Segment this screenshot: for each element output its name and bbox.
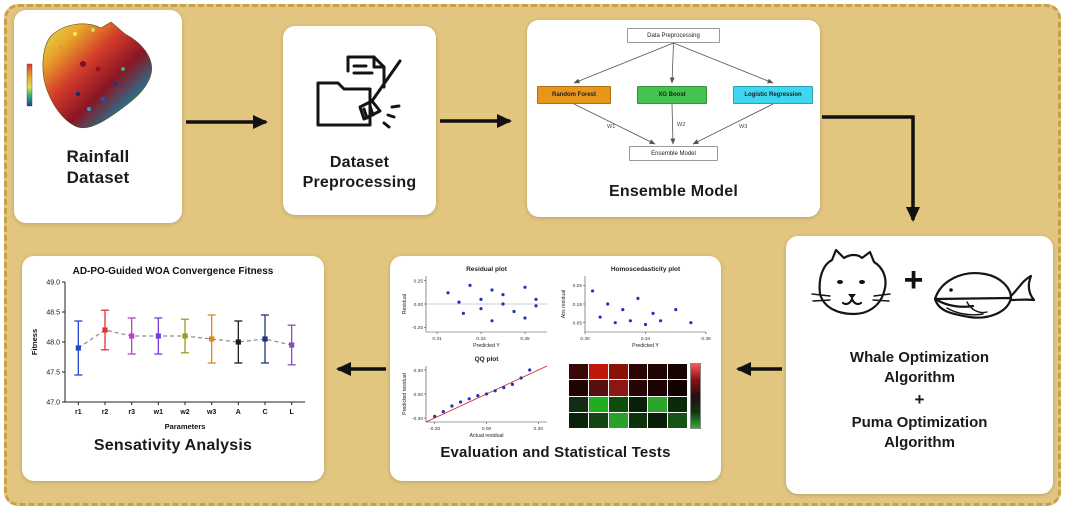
svg-text:-0.25: -0.25 — [412, 325, 423, 331]
svg-text:r3: r3 — [128, 409, 135, 416]
svg-text:Homoscedasticity plot: Homoscedasticity plot — [611, 266, 681, 273]
svg-text:w1: w1 — [153, 409, 163, 416]
plus-sign: + — [903, 261, 924, 299]
svg-text:0.00: 0.00 — [482, 426, 492, 432]
ens-node-random-forest: Random Forest — [537, 86, 611, 104]
svg-text:w3: w3 — [206, 409, 216, 416]
residual-plot: Residual plot 0.31 0.33 0.35 -0.25 0.00 0.25Pr… — [402, 266, 547, 349]
svg-text:0.31: 0.31 — [432, 336, 442, 342]
svg-text:r2: r2 — [102, 409, 109, 416]
dataset-preprocessing-box: Dataset Preprocessing — [283, 26, 436, 215]
svg-text:Parameters: Parameters — [165, 422, 206, 431]
ensemble-model-box: W1 W2 W3 Data Preprocessing Random Fores… — [527, 20, 820, 217]
puma-icon — [810, 248, 891, 316]
svg-text:0.34: 0.34 — [641, 336, 651, 342]
ens-node-ensemble-model: Ensemble Model — [629, 146, 718, 161]
svg-text:0.15: 0.15 — [573, 302, 583, 308]
puma-optimization-label: Puma Optimization Algorithm — [851, 414, 988, 451]
sensitivity-box: AD-PO-Guided WOA Convergence Fitness 47.0… — [22, 256, 324, 481]
heatmap-grid — [569, 364, 687, 428]
whale-optimization-label: Whale Optimization Algorithm — [849, 349, 990, 386]
optimization-art: + — [800, 244, 1040, 344]
sensitivity-label: Sensativity Analysis — [93, 437, 253, 454]
weight-w2-label: W2 — [677, 122, 685, 128]
svg-text:0.25: 0.25 — [414, 278, 424, 284]
svg-text:-0.30: -0.30 — [412, 416, 423, 422]
svg-text:C: C — [262, 409, 267, 416]
svg-text:0.30: 0.30 — [534, 426, 544, 432]
sensitivity-chart: AD-PO-Guided WOA Convergence Fitness 47.0… — [30, 266, 305, 431]
optimization-box: + Whale Optimization Algorithm + Puma Op… — [786, 236, 1053, 494]
svg-text:47.5: 47.5 — [46, 369, 60, 376]
svg-text:Actual residual: Actual residual — [469, 433, 503, 439]
evaluation-label: Evaluation and Statistical Tests — [440, 444, 671, 461]
homoscedasticity-plot: Homoscedasticity plot 0.30 0.34 0.38 0.05 0.1… — [561, 266, 711, 349]
svg-text:47.0: 47.0 — [46, 399, 60, 406]
weight-w1-label: W1 — [607, 124, 615, 130]
ens-node-data-preprocessing-label: Data Preprocessing — [647, 32, 700, 39]
qq-plot: QQ plot -0.30 0.00 0.30 -0.30 0.00 0.30Actual … — [402, 356, 548, 439]
svg-text:Residual: Residual — [402, 294, 408, 314]
svg-text:48.0: 48.0 — [46, 339, 60, 346]
svg-text:0.00: 0.00 — [414, 392, 424, 398]
ens-node-xg-boost: XG Boost — [637, 86, 707, 104]
svg-text:0.30: 0.30 — [580, 336, 590, 342]
svg-text:AD-PO-Guided WOA Convergence F: AD-PO-Guided WOA Convergence Fitness — [73, 266, 274, 277]
svg-text:Residual plot: Residual plot — [466, 266, 508, 273]
svg-text:0.38: 0.38 — [701, 336, 711, 342]
svg-text:r1: r1 — [75, 409, 82, 416]
ens-node-logistic-regression: Logistic Regression — [733, 86, 813, 104]
ens-node-xg-boost-label: XG Boost — [658, 92, 686, 98]
ens-node-ensemble-model-label: Ensemble Model — [651, 150, 696, 157]
svg-text:-0.30: -0.30 — [429, 426, 440, 432]
svg-text:0.05: 0.05 — [573, 320, 583, 326]
svg-text:Abs residual: Abs residual — [561, 290, 567, 319]
svg-text:Predicted Y: Predicted Y — [473, 343, 500, 349]
rainfall-dataset-box: Rainfall Dataset — [14, 10, 182, 223]
heatmap-plot — [569, 363, 701, 429]
svg-text:0.00: 0.00 — [414, 302, 424, 308]
optimization-text: Whale Optimization Algorithm + Puma Opti… — [830, 348, 1010, 452]
ensemble-flow-diagram: W1 W2 W3 Data Preprocessing Random Fores… — [527, 20, 820, 168]
weight-w3-label: W3 — [739, 124, 747, 130]
rainfall-map-icon — [26, 21, 152, 129]
whale-icon — [934, 272, 1036, 319]
plus-text: + — [914, 390, 925, 409]
svg-text:0.35: 0.35 — [520, 336, 530, 342]
svg-text:0.30: 0.30 — [414, 368, 424, 374]
svg-text:Predicted Y: Predicted Y — [632, 343, 659, 349]
svg-text:48.5: 48.5 — [46, 309, 60, 316]
svg-text:49.0: 49.0 — [46, 279, 60, 286]
svg-text:Predicted residual: Predicted residual — [402, 373, 408, 415]
svg-text:0.25: 0.25 — [573, 283, 583, 289]
svg-text:0.33: 0.33 — [476, 336, 486, 342]
ensemble-model-label: Ensemble Model — [608, 183, 739, 200]
svg-text:Fitness: Fitness — [30, 329, 39, 355]
ens-node-logistic-regression-label: Logistic Regression — [744, 92, 802, 98]
svg-text:QQ plot: QQ plot — [475, 356, 500, 363]
svg-text:w2: w2 — [179, 409, 189, 416]
svg-text:A: A — [236, 409, 241, 416]
dataset-preprocessing-label: Dataset Preprocessing — [302, 153, 417, 191]
svg-text:L: L — [290, 409, 295, 416]
rainfall-dataset-label: Rainfall Dataset — [66, 147, 130, 188]
ens-node-random-forest-label: Random Forest — [551, 92, 596, 98]
ens-node-data-preprocessing: Data Preprocessing — [627, 28, 720, 43]
folder-broom-icon — [316, 55, 401, 128]
heatmap-colorbar — [690, 363, 701, 429]
